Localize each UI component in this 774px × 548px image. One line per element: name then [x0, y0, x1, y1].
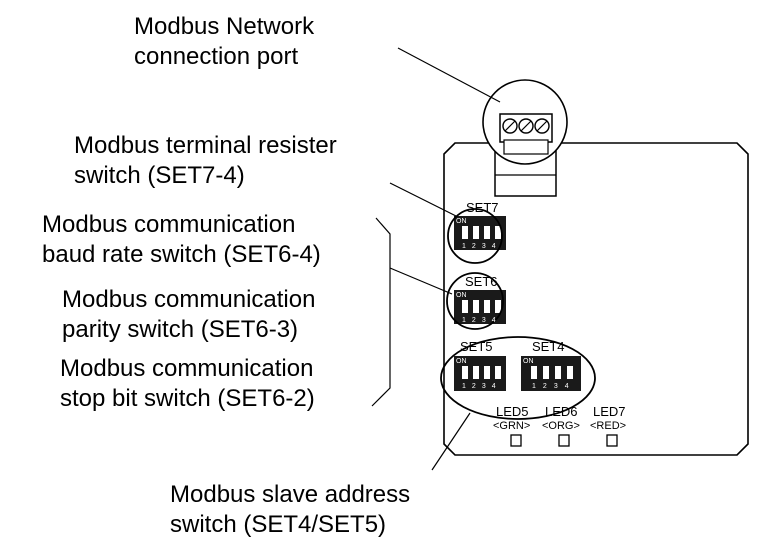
label-parity: Modbus communication parity switch (SET6…: [62, 286, 316, 343]
leader-set6: [389, 267, 453, 295]
dip-switch-set7: [447, 208, 506, 264]
leader-slave-address: [431, 412, 471, 471]
leader-network-port: [397, 47, 501, 103]
positions-set5: 1234: [462, 383, 502, 390]
led5-label: LED5: [496, 404, 529, 419]
bracket-set6-switches: [371, 217, 391, 407]
switch-label-set7: SET7: [466, 200, 499, 215]
label-stop-bit: Modbus communication stop bit switch (SE…: [60, 355, 315, 412]
label-baud-rate: Modbus communication baud rate switch (S…: [42, 211, 321, 268]
led6-indicator: [558, 434, 570, 447]
on-mark-set4: ON: [523, 358, 534, 365]
led7-indicator: [606, 434, 618, 447]
leader-terminal-resister: [389, 182, 457, 217]
on-mark-set5: ON: [456, 358, 467, 365]
led5-indicator: [510, 434, 522, 447]
label-terminal-resister: Modbus terminal resister switch (SET7-4): [74, 132, 337, 189]
switch-label-set4: SET4: [532, 339, 565, 354]
switch-label-set5: SET5: [460, 339, 493, 354]
label-slave-address: Modbus slave address switch (SET4/SET5): [170, 481, 411, 538]
slave-address-highlight: [440, 336, 596, 420]
positions-set7: 1234: [462, 243, 502, 250]
on-mark-set7: ON: [456, 218, 467, 225]
led5-color: <GRN>: [493, 420, 531, 432]
dip-switch-set5: [454, 356, 506, 391]
positions-set4: 1234: [532, 383, 576, 390]
network-connector: [482, 79, 568, 197]
led7-label: LED7: [593, 404, 626, 419]
led6-label: LED6: [545, 404, 578, 419]
positions-set6: 1234: [462, 317, 502, 324]
pcb-board-outline: [443, 142, 749, 456]
led7-color: <RED>: [590, 420, 627, 432]
dip-switch-set6: [446, 272, 506, 330]
led6-color: <ORG>: [542, 420, 580, 432]
switch-label-set6: SET6: [465, 274, 498, 289]
label-network-port: Modbus Network connection port: [134, 13, 315, 70]
dip-switch-set4: [521, 356, 581, 391]
on-mark-set6: ON: [456, 292, 467, 299]
